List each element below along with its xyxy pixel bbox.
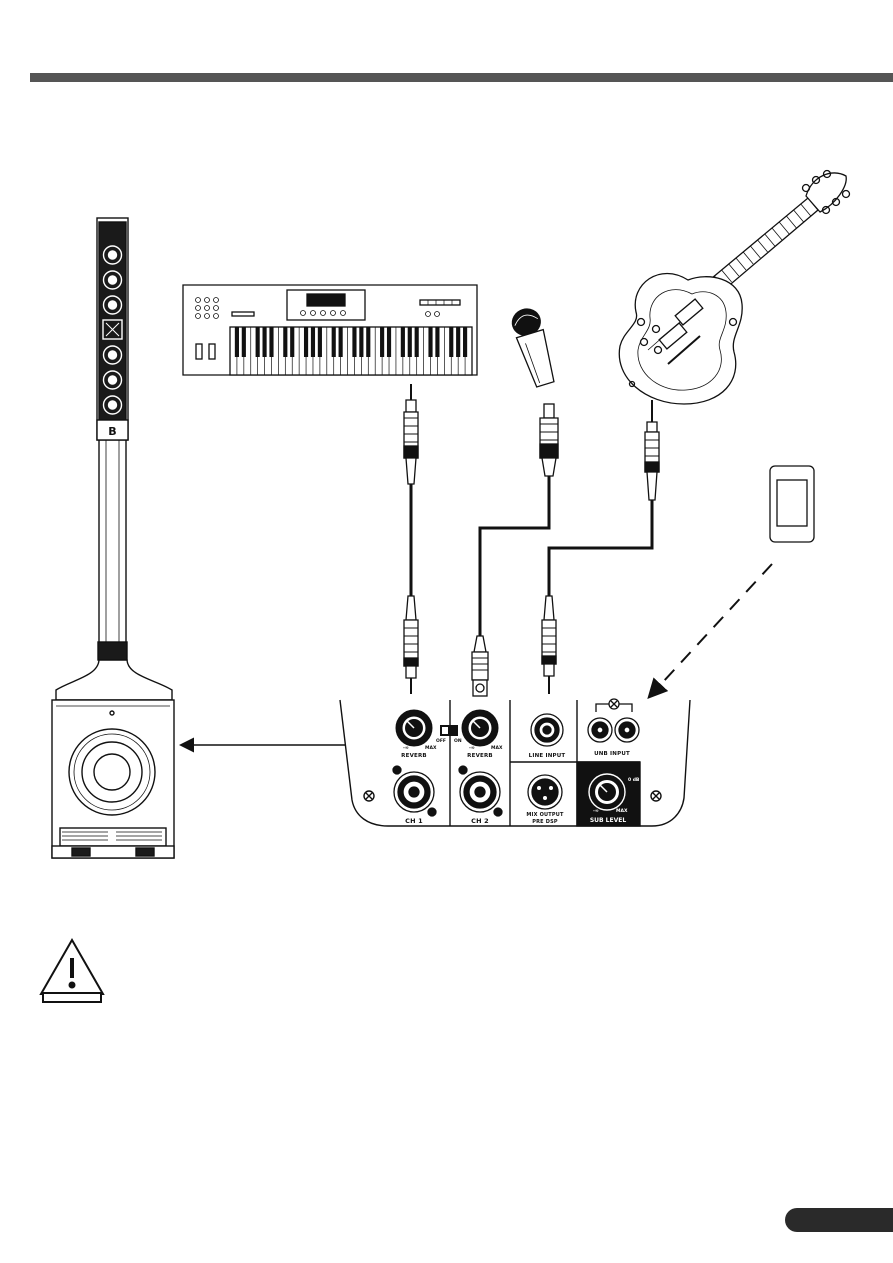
ch2-reverb-knob[interactable]	[461, 709, 499, 747]
reverb-switch[interactable]	[440, 725, 458, 736]
ch1-label: CH 1	[405, 817, 423, 825]
mix-output-jack[interactable]	[527, 774, 563, 810]
page-number-tab	[785, 1208, 893, 1232]
unb-input-jacks[interactable]	[587, 698, 640, 743]
ch1-reverb-label: REVERB	[401, 753, 427, 759]
rear-panel	[339, 699, 691, 827]
guitar-icon	[618, 169, 851, 405]
ch1-knob-max: MAX	[425, 745, 437, 751]
line-input-label: LINE INPUT	[529, 753, 566, 759]
ch2-knob-max: MAX	[491, 745, 503, 751]
microphone-icon	[511, 308, 555, 388]
line-input-jack[interactable]	[530, 713, 564, 747]
guitar-cable	[541, 400, 660, 694]
ch2-label: CH 2	[471, 817, 489, 825]
speaker-badge: B	[108, 425, 116, 438]
switch-off-label: OFF	[436, 738, 446, 744]
ch1-combo-jack[interactable]	[392, 765, 437, 817]
ch1-knob-min: -∞	[403, 746, 409, 751]
column-speaker: B	[51, 217, 175, 859]
sub-knob-max: MAX	[616, 808, 628, 814]
unb-input-label: UNB INPUT	[594, 751, 630, 757]
array-drivers	[102, 245, 123, 415]
sub-db-label: 0 dB	[628, 777, 640, 783]
sub-level-label: SUB LEVEL	[590, 817, 627, 824]
keyboard-cable	[403, 384, 419, 694]
warning-icon	[39, 937, 105, 1003]
wireless-arrow	[647, 563, 773, 699]
mix-output-label: MIX OUTPUT	[526, 812, 564, 818]
ch2-knob-min: -∞	[469, 746, 475, 751]
header-rule	[30, 73, 893, 82]
sub-knob-min: -∞	[593, 809, 599, 814]
keyboard-icon	[182, 284, 478, 376]
switch-on-label: ON	[454, 738, 462, 744]
phone-icon	[769, 465, 815, 543]
pre-dsp-label: PRE DSP	[532, 819, 558, 825]
ch2-reverb-label: REVERB	[467, 753, 493, 759]
ch1-reverb-knob[interactable]	[395, 709, 433, 747]
microphone-cable	[471, 403, 559, 697]
sub-level-knob[interactable]	[588, 773, 626, 811]
ch2-combo-jack[interactable]	[458, 765, 503, 817]
